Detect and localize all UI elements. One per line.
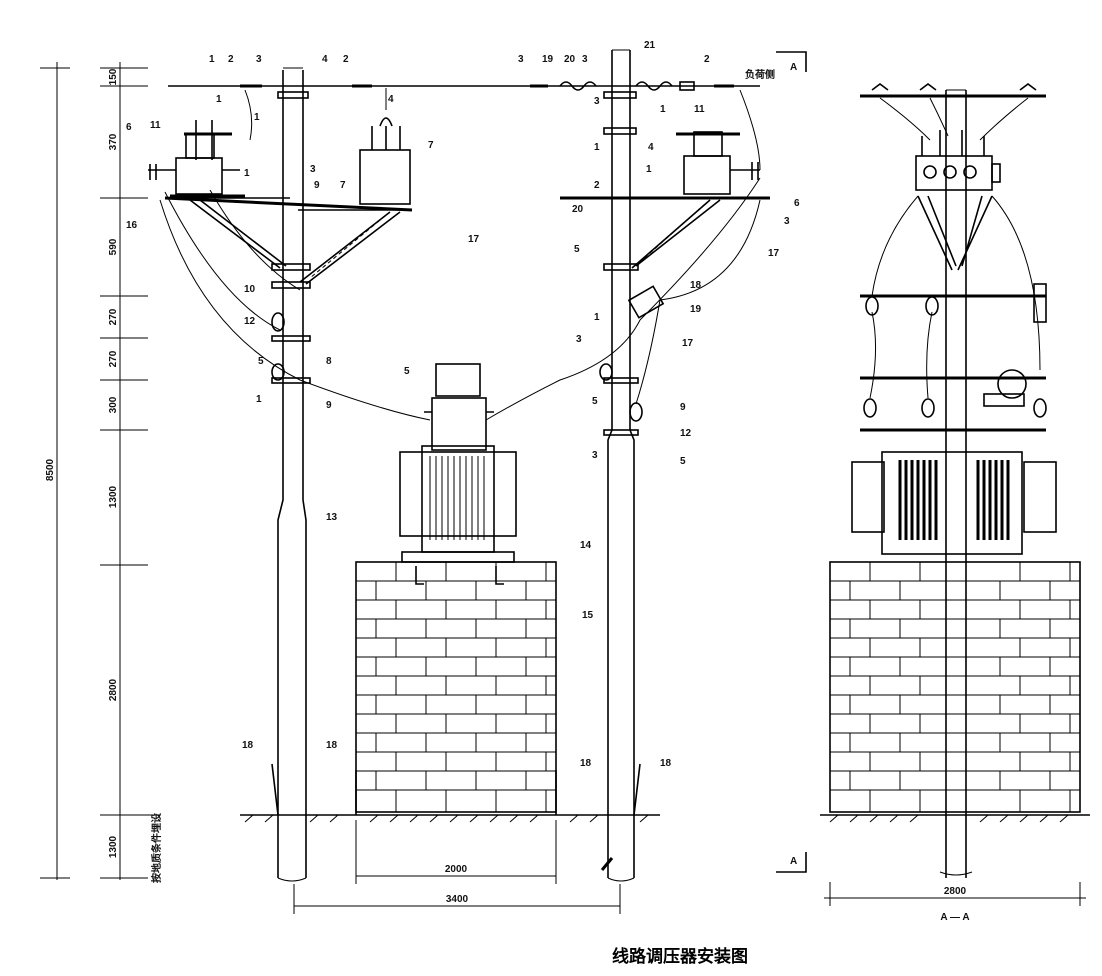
- radiator-fins: [429, 456, 485, 540]
- part-label: 5: [258, 356, 264, 367]
- dim-segment-8: 1300: [108, 835, 119, 858]
- brick-platform: [355, 561, 557, 813]
- dim-segment-3: 270: [108, 308, 119, 325]
- part-label: 8: [326, 356, 332, 367]
- side-view: 2800 A — A: [820, 83, 1090, 923]
- part-label: 14: [580, 540, 592, 551]
- right-cross-arm: [560, 196, 770, 269]
- direction-label: 负荷侧: [745, 68, 775, 81]
- part-label: 18: [326, 740, 338, 751]
- part-label: 3: [576, 334, 582, 345]
- dim-total-height: 8500: [45, 458, 56, 481]
- dim-pole-spacing: 3400: [446, 894, 469, 905]
- part-label: 1: [209, 54, 215, 65]
- part-label: 1: [256, 394, 262, 405]
- part-label: 6: [126, 122, 132, 133]
- ground-line: [240, 763, 660, 823]
- section-label: A — A: [940, 912, 969, 923]
- vertical-dimension-chain: 8500 150 370 590 270 270 300 1300 2800 1…: [40, 62, 163, 883]
- section-markers: A A: [600, 51, 807, 873]
- left-control-box: [359, 88, 411, 205]
- section-mark-bottom: A: [790, 856, 797, 867]
- part-label: 9: [314, 180, 320, 191]
- part-label: 1: [594, 142, 600, 153]
- dim-segment-7: 2800: [108, 678, 119, 701]
- part-label: 16: [126, 220, 138, 231]
- part-label: 3: [594, 96, 600, 107]
- right-strain-insulators: [559, 81, 695, 91]
- part-label: 3: [310, 164, 316, 175]
- part-label: 2: [343, 54, 349, 65]
- bottom-dimensions: 2000 3400: [293, 820, 621, 914]
- part-label: 1: [254, 112, 260, 123]
- part-label: 3: [592, 450, 598, 461]
- part-label: 10: [244, 284, 256, 295]
- part-label: 17: [468, 234, 480, 245]
- part-label: 5: [680, 456, 686, 467]
- part-label: 3: [256, 54, 262, 65]
- part-label: 9: [326, 400, 332, 411]
- dim-segment-6: 1300: [108, 485, 119, 508]
- part-label: 17: [768, 248, 780, 259]
- overhead-line: 负荷侧: [168, 68, 775, 88]
- part-label: 5: [404, 366, 410, 377]
- dim-side-base-width: 2800: [944, 886, 967, 897]
- part-label: 11: [150, 120, 161, 131]
- right-meter-box: [627, 285, 665, 319]
- dim-segment-1: 370: [108, 133, 119, 150]
- part-label: 7: [428, 140, 434, 151]
- part-label: 1: [646, 164, 652, 175]
- part-label: 5: [574, 244, 580, 255]
- dim-top-segment: 150: [108, 68, 119, 85]
- dim-segment-4: 270: [108, 350, 119, 367]
- right-pole: [599, 49, 643, 882]
- part-label: 18: [580, 758, 592, 769]
- part-label: 19: [690, 304, 702, 315]
- drawing-title: 线路调压器安装图: [612, 946, 748, 967]
- part-label: 7: [340, 180, 346, 191]
- part-label: 3: [518, 54, 524, 65]
- part-label: 6: [794, 198, 800, 209]
- part-label: 1: [660, 104, 666, 115]
- part-label: 21: [644, 40, 656, 51]
- part-label: 12: [680, 428, 692, 439]
- part-label: 2: [594, 180, 600, 191]
- part-label: 2: [228, 54, 234, 65]
- left-cross-arm: [164, 196, 413, 285]
- part-label: 11: [694, 104, 705, 115]
- part-label: 1: [244, 168, 250, 179]
- part-label: 19: [542, 54, 554, 65]
- left-top-switch: [148, 120, 245, 198]
- connecting-cables: [159, 89, 761, 421]
- part-label: 1: [594, 312, 600, 323]
- ground-note: 按地质条件埋设: [150, 813, 163, 883]
- part-label: 13: [326, 512, 338, 523]
- part-label: 3: [582, 54, 588, 65]
- part-label: 4: [648, 142, 654, 153]
- part-label: 4: [388, 94, 394, 105]
- dim-segment-5: 300: [108, 396, 119, 413]
- part-labels: 1 2 3 4 2 4 7 1 1 6 11 3 9 7 1 16 17 10 …: [126, 40, 800, 769]
- part-label: 4: [322, 54, 328, 65]
- part-label: 18: [242, 740, 254, 751]
- part-label: 1: [216, 94, 222, 105]
- part-label: 12: [244, 316, 256, 327]
- part-label: 20: [564, 54, 576, 65]
- part-label: 5: [592, 396, 598, 407]
- line-voltage-regulator: [399, 363, 517, 563]
- part-label: 15: [582, 610, 594, 621]
- part-label: 2: [704, 54, 710, 65]
- part-label: 18: [690, 280, 702, 291]
- section-mark-top: A: [790, 62, 797, 73]
- dim-base-width: 2000: [445, 864, 468, 875]
- part-label: 20: [572, 204, 584, 215]
- part-label: 9: [680, 402, 686, 413]
- part-label: 3: [784, 216, 790, 227]
- part-label: 17: [682, 338, 694, 349]
- dim-segment-2: 590: [108, 238, 119, 255]
- right-top-switch: [676, 131, 760, 195]
- left-pole: [271, 67, 311, 882]
- part-label: 18: [660, 758, 672, 769]
